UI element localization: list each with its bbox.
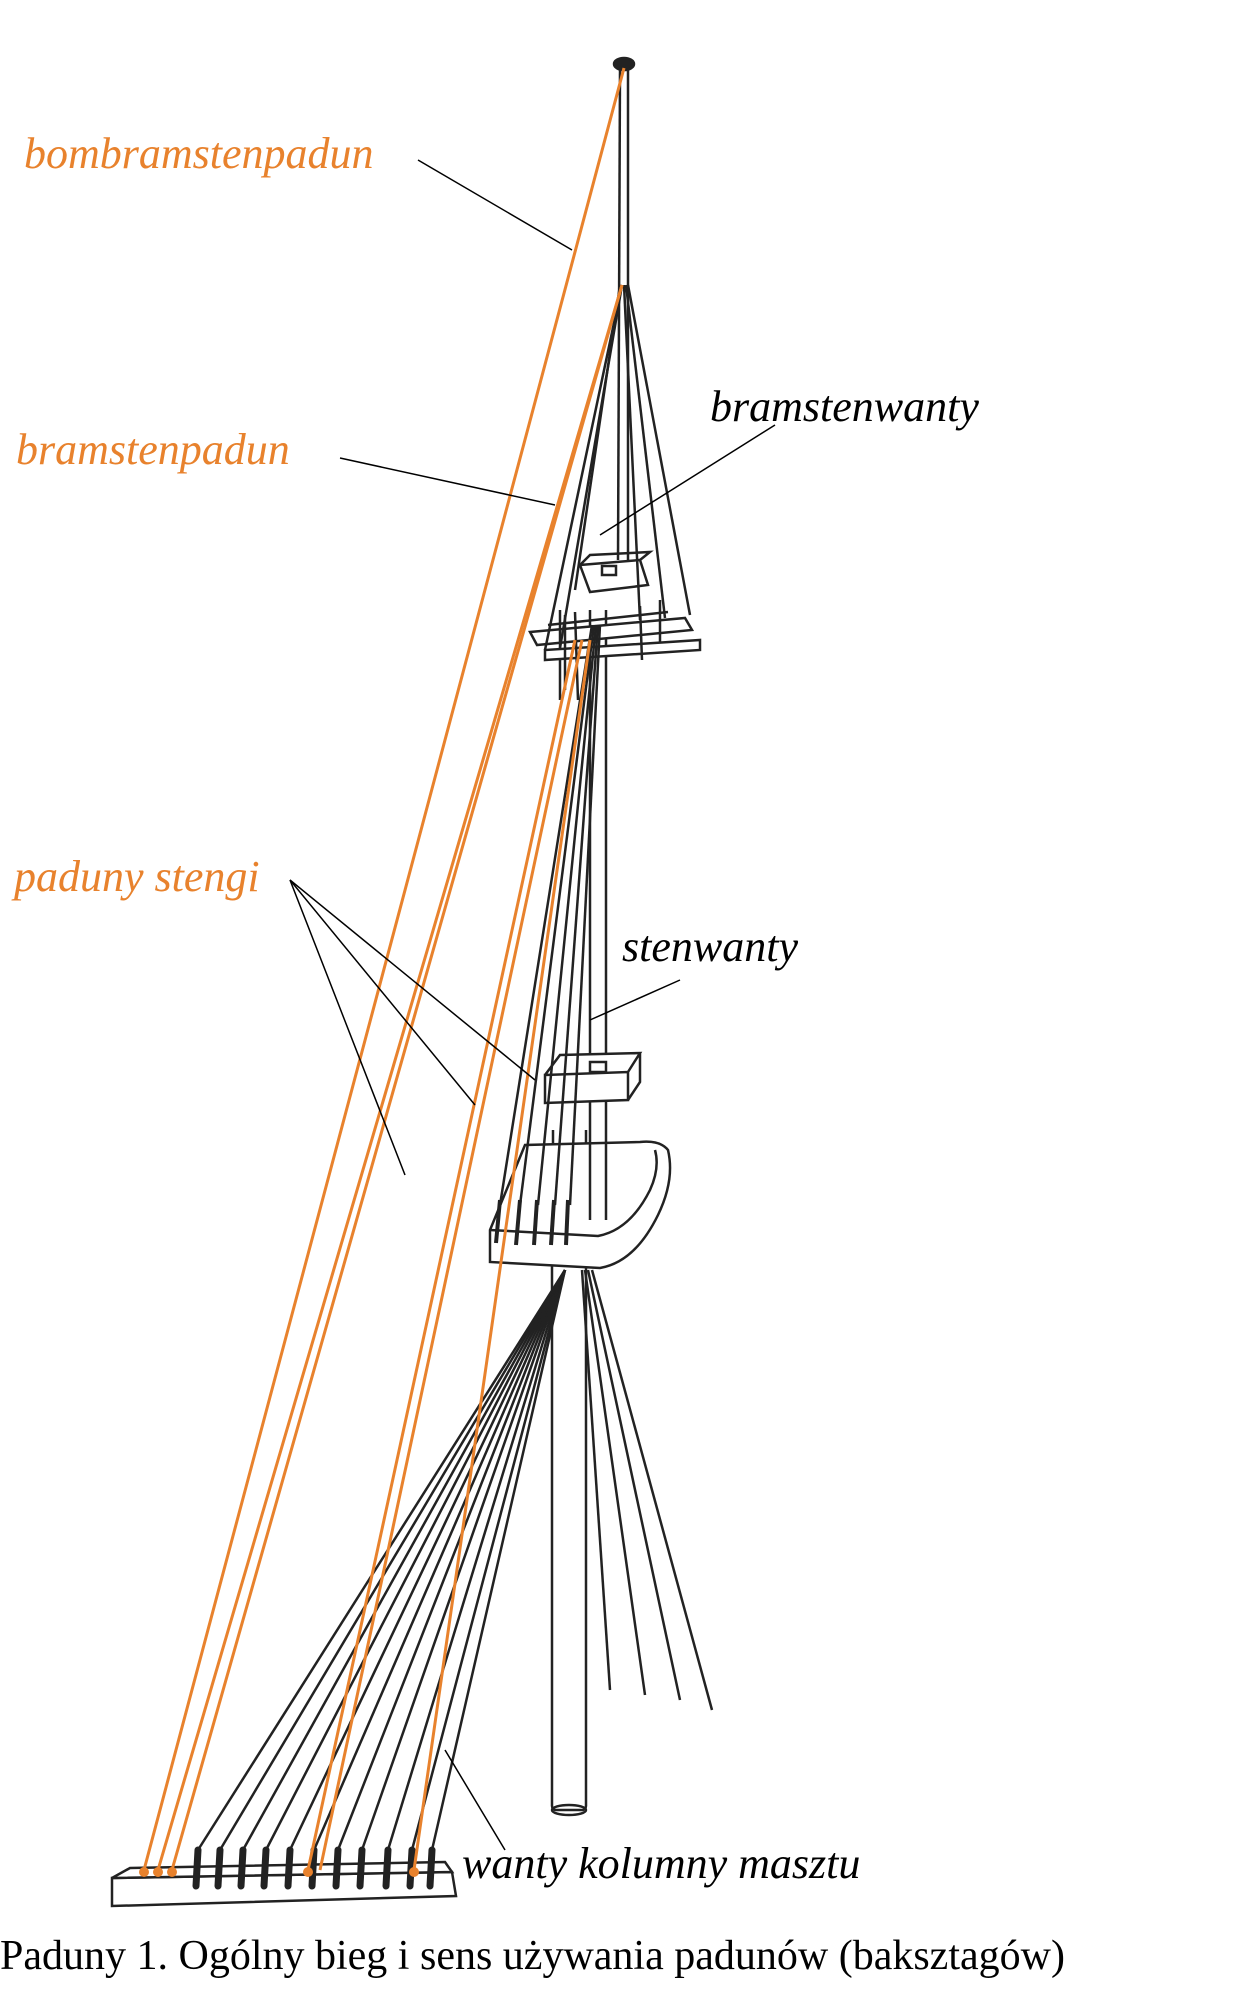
topmast-backstay-1 xyxy=(306,639,577,1871)
lower-mast xyxy=(550,1248,588,1812)
label-bombramstenpadun: bombramstenpadun xyxy=(24,129,374,178)
label-stenwanty: stenwanty xyxy=(622,922,798,971)
backstay-ends xyxy=(139,1867,419,1877)
label-paduny-stengi: paduny stengi xyxy=(14,852,260,901)
topmast-backstay-2 xyxy=(412,639,592,1871)
mast-top-platform-edge xyxy=(489,1149,658,1238)
leader-paduny-stengi-1 xyxy=(289,879,536,1081)
label-bramstenwanty: bramstenwanty xyxy=(710,382,979,431)
topmast-shrouds xyxy=(498,624,602,1206)
crosstrees xyxy=(528,600,702,701)
figure-caption: Paduny 1. Ogólny bieg i sens używania pa… xyxy=(0,1933,1065,1979)
leader-wanty-kolumny-masztu xyxy=(444,1749,506,1851)
topgallant-mast-left xyxy=(616,69,622,561)
topgallant-backstay-2 xyxy=(170,284,624,1871)
topgallant-backstay-1 xyxy=(156,284,624,1871)
leader-paduny-stengi-3 xyxy=(289,879,406,1176)
topmast-cap xyxy=(543,1051,643,1105)
chain-deadeyes xyxy=(192,1846,436,1890)
leader-lines xyxy=(289,159,776,1851)
leader-bramstenpadun xyxy=(339,457,556,506)
topgallant-cap-hole xyxy=(600,564,618,577)
top-deadeyes xyxy=(494,1199,570,1246)
topmast-backstay-3 xyxy=(318,639,584,1871)
topmast-cap-hole xyxy=(588,1060,608,1074)
leader-paduny-stengi-2 xyxy=(289,879,476,1106)
leader-stenwanty xyxy=(589,979,681,1021)
lower-mast-foot xyxy=(550,1803,588,1817)
label-wanty-kolumny-masztu: wanty kolumny masztu xyxy=(462,1839,861,1888)
leader-bramstenwanty xyxy=(599,424,776,536)
leader-bombramstenpadun xyxy=(417,159,573,251)
backstays xyxy=(142,67,626,1871)
lower-shrouds xyxy=(196,1269,714,1851)
topgallant-shrouds xyxy=(543,284,692,651)
label-bramstenpadun: bramstenpadun xyxy=(16,425,290,474)
royal-backstay xyxy=(142,67,626,1871)
